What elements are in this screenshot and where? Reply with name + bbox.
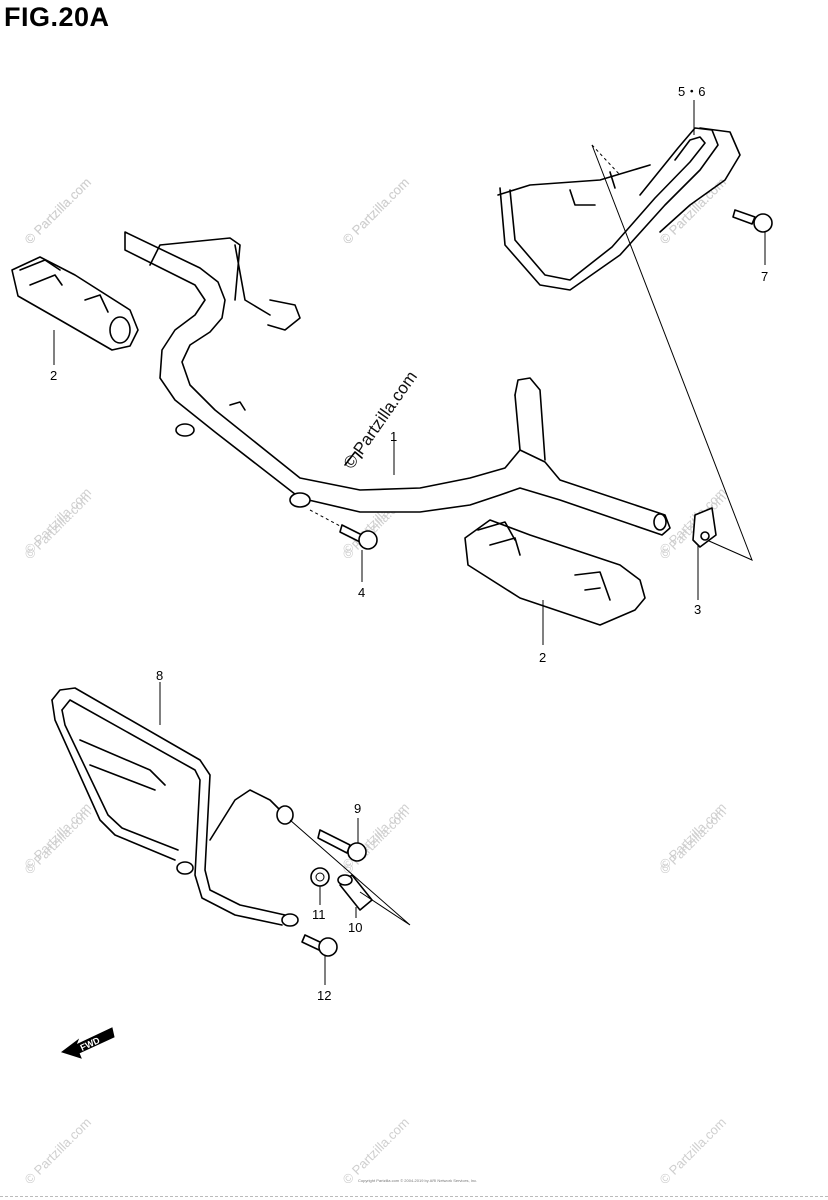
part-7-bolt[interactable]	[732, 209, 773, 233]
part-11-nut[interactable]	[310, 867, 330, 887]
part-4-bolt[interactable]	[309, 509, 378, 550]
callout-2-right: 2	[539, 650, 546, 665]
callout-11: 11	[312, 907, 326, 922]
watermark-text: © Partzilla.com	[22, 175, 95, 248]
forward-arrow-icon: FWD	[60, 1027, 115, 1059]
callout-3: 3	[694, 602, 701, 617]
part-9-bolt[interactable]	[317, 829, 367, 862]
part-10-collar[interactable]	[337, 874, 373, 911]
reference-leader-upper-dash	[591, 144, 621, 176]
part-1-footrest-bracket[interactable]	[124, 231, 671, 536]
watermark-text: © Partzilla.com	[657, 1115, 730, 1188]
callout-8: 8	[156, 668, 163, 683]
watermark-text: © Partzilla.com	[22, 805, 95, 878]
watermark-text: © Partzilla.com	[657, 805, 730, 878]
callout-labels: 1 2 2 3 4 5・6 7 8 9 10 11 12	[50, 84, 768, 1003]
figure-title: FIG.20A	[4, 2, 110, 32]
part-8-lower-guard[interactable]	[51, 687, 299, 927]
callout-9: 9	[354, 801, 361, 816]
watermark-text: © Partzilla.com	[22, 490, 95, 563]
callout-10: 10	[348, 920, 362, 935]
part-3-plate[interactable]	[692, 507, 717, 548]
watermark-text: © Partzilla.com	[22, 1115, 95, 1188]
watermark-text: © Partzilla.com	[340, 805, 413, 878]
watermark-text: © Partzilla.com	[340, 1115, 413, 1188]
reference-leader-upper	[591, 144, 753, 561]
part-2-footrest-rubber-right[interactable]	[464, 519, 646, 626]
part-12-bolt[interactable]	[301, 934, 338, 957]
callout-5-6: 5・6	[678, 84, 705, 99]
copyright-text: Copyright Partzilla.com © 2004-2019 by A…	[358, 1178, 477, 1183]
part-5-6-footrest-guard[interactable]	[497, 127, 741, 291]
callout-leaders	[53, 100, 766, 985]
callout-4: 4	[358, 585, 365, 600]
callout-12: 12	[317, 988, 331, 1003]
reference-leader-lower	[289, 819, 411, 926]
callout-7: 7	[761, 269, 768, 284]
callout-1: 1	[390, 429, 397, 444]
page-bottom-border	[0, 1196, 828, 1197]
callout-2-left: 2	[50, 368, 57, 383]
watermark-text: © Partzilla.com	[340, 175, 413, 248]
part-2-footrest-rubber-left[interactable]	[11, 256, 139, 351]
